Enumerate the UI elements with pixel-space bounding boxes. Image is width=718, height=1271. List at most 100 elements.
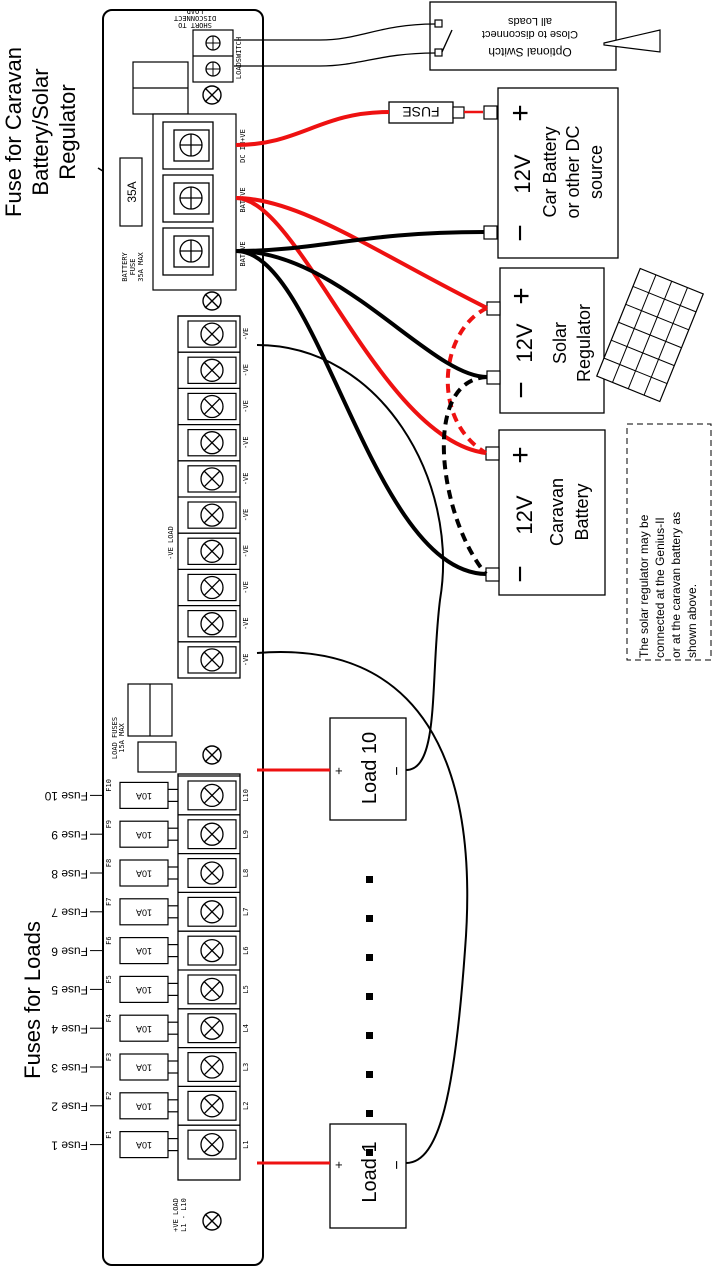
positive-terminal-label: L5 xyxy=(242,985,250,993)
dc-in-wire xyxy=(235,110,390,147)
fuse-rating: 10A xyxy=(136,1140,152,1150)
fuse-label-text: Fuse 2 xyxy=(51,1100,88,1114)
fuse-label-text: Fuse 10 xyxy=(44,789,88,803)
fuse-label-2: Fuse 2 xyxy=(51,1100,104,1114)
fuse-code: F3 xyxy=(105,1053,113,1061)
fuse-label-text: Fuse 9 xyxy=(51,828,88,842)
screw-icon xyxy=(200,1094,224,1118)
fuse-code: F5 xyxy=(105,975,113,983)
positive-wires xyxy=(235,110,488,1165)
screw-icon xyxy=(200,783,224,808)
ellipsis-dot xyxy=(366,954,373,961)
load-1-plus-icon: + xyxy=(331,1161,346,1169)
mount-screw-icon xyxy=(202,745,222,765)
caravan-pos-terminal xyxy=(485,446,500,461)
fuse-label-6: Fuse 6 xyxy=(51,944,104,958)
load-fuses-label-line-2: 15A MAX xyxy=(118,722,126,752)
ellipsis-dot xyxy=(366,1071,373,1078)
note-line-4: shown above. xyxy=(685,584,699,658)
solar-to-caravan-pos-dashed xyxy=(445,306,488,455)
fuse-code: F10 xyxy=(105,779,113,792)
positive-terminal-l10: L10 xyxy=(178,775,250,811)
battery-fuse-label-line-1: BATTERY xyxy=(121,251,129,281)
screw-icon xyxy=(200,822,224,846)
bat-pos-to-solar-wire xyxy=(235,196,488,310)
caravan-label-line-1: Caravan xyxy=(547,478,567,546)
positive-terminal-label: L8 xyxy=(242,869,250,877)
negative-terminal: -VE xyxy=(178,568,250,602)
fuse-label-9: Fuse 9 xyxy=(51,828,104,842)
ellipsis-dot xyxy=(366,993,373,1000)
load-1-label: Load 1 xyxy=(359,1141,381,1202)
bat-pos-to-caravan-wire xyxy=(235,196,487,455)
more-loads-ellipsis xyxy=(366,876,373,1156)
screw-icon xyxy=(200,575,224,600)
negative-terminal-label: -VE xyxy=(242,436,250,449)
fuse-code: F1 xyxy=(105,1130,113,1138)
switch-handle-icon xyxy=(603,29,661,53)
negative-terminal-label: -VE xyxy=(242,473,250,486)
caravan-plus-icon: + xyxy=(504,446,537,464)
screw-icon xyxy=(200,322,224,346)
fuse-label-text: Fuse 1 xyxy=(51,1138,88,1152)
switch-label-line-1: Optional Switch xyxy=(488,45,571,59)
screw-icon xyxy=(200,861,224,885)
negative-terminal: -VE xyxy=(178,496,250,529)
negative-terminal: -VE xyxy=(178,315,250,348)
load-fuses-label-line-1: LOAD FUSES xyxy=(111,717,119,759)
battery-fuse-title-line-1: Fuse for Caravan xyxy=(1,47,26,217)
positive-terminal-label: L7 xyxy=(242,908,250,916)
positive-terminal-label: L9 xyxy=(242,830,250,838)
positive-load-label-line-2: L1 - L10 xyxy=(180,1198,188,1232)
battery-fuse-label: BATTERY FUSE 35A MAX xyxy=(121,251,145,281)
load-fuses-label: LOAD FUSES 15A MAX xyxy=(111,717,126,759)
load-1-minus-icon: − xyxy=(389,1160,406,1169)
fuse-rating: 10A xyxy=(136,1101,152,1111)
short-to-disconnect-label: SHORT TO DISCONNECT LOAD xyxy=(173,7,216,29)
positive-terminal-label: L3 xyxy=(242,1063,250,1071)
caravan-minus-icon: − xyxy=(504,565,537,583)
solar-panel-icon xyxy=(595,267,705,403)
switch-lever-icon xyxy=(441,29,453,53)
load-negative-wires xyxy=(256,344,469,1164)
screw-icon xyxy=(200,977,224,1002)
car-battery-plus-icon: + xyxy=(504,104,537,122)
negative-terminal-label: -VE xyxy=(242,400,250,413)
positive-terminal-l5: L5 xyxy=(178,969,250,1005)
screw-icon xyxy=(200,358,224,382)
fuse-label-5: Fuse 5 xyxy=(51,983,104,997)
negative-terminal-label: -VE xyxy=(242,364,250,377)
negative-terminal: -VE xyxy=(178,387,250,421)
short-label-line-2: DISCONNECT xyxy=(173,14,216,22)
mount-screw-icon xyxy=(202,1211,222,1231)
ellipsis-dot xyxy=(366,876,373,883)
positive-load-label: +VE LOAD L1 - L10 xyxy=(172,1198,188,1232)
mount-screw-icon xyxy=(202,291,222,311)
car-battery-label-line-1: Car Battery xyxy=(540,126,560,217)
positive-terminal-l1: L1 xyxy=(178,1124,250,1160)
fuse-label-4: Fuse 4 xyxy=(51,1022,104,1036)
battery-fuse xyxy=(119,157,143,227)
short-label-line-1: SHORT TO xyxy=(178,21,212,29)
fuse-rating: 10A xyxy=(136,946,152,956)
screw-icon xyxy=(200,1016,224,1040)
solar-regulator: + − 12V Solar Regulator xyxy=(486,267,605,414)
fuse-rating: 10A xyxy=(136,830,152,840)
bat-neg-to-car-wire xyxy=(235,230,485,253)
ellipsis-dot xyxy=(366,915,373,922)
negative-wires xyxy=(235,230,488,576)
note-line-3: or at the caravan battery as xyxy=(669,512,683,658)
fuse-label-text: Fuse 6 xyxy=(51,944,88,958)
solar-to-caravan-neg-dashed xyxy=(441,375,488,576)
fuse-label-text: Fuse 5 xyxy=(51,983,88,997)
positive-terminal-l2: L2 xyxy=(178,1085,250,1121)
solar-note-box xyxy=(626,423,712,661)
solar-label-line-1: Solar xyxy=(550,322,570,364)
car-battery-minus-icon: − xyxy=(504,224,537,242)
negative-terminal-label: -VE xyxy=(242,617,250,630)
solar-minus-icon: − xyxy=(505,381,538,399)
